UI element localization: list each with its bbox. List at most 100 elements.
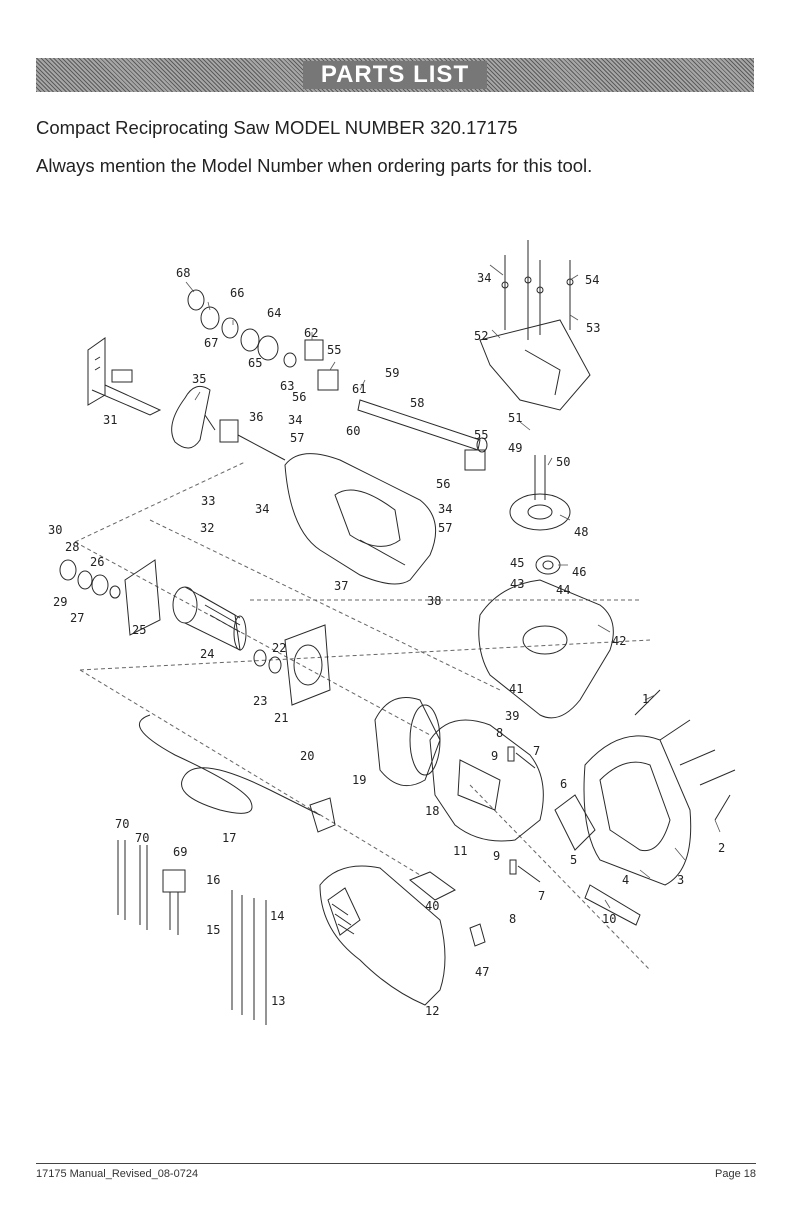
label-3: 3 [677, 873, 684, 887]
label-14: 14 [270, 909, 284, 923]
label-37: 37 [334, 579, 348, 593]
label-61: 61 [352, 382, 366, 396]
part-3-front-housing [583, 735, 692, 886]
label-1: 1 [642, 692, 649, 706]
brush-parts [507, 746, 541, 883]
label-70-second: 70 [135, 831, 149, 845]
label-41: 41 [509, 682, 523, 696]
label-34: 34 [288, 413, 302, 427]
label-25: 25 [132, 623, 146, 637]
label-55-right: 55 [474, 428, 488, 442]
screws-column [231, 890, 267, 1025]
part-6-cap [554, 794, 596, 851]
label-65: 65 [248, 356, 262, 370]
label-32: 32 [200, 521, 214, 535]
part-45-bearing [535, 555, 561, 575]
exploded-parts-diagram: 68 66 64 67 62 55 65 63 35 56 61 59 58 3… [48, 240, 736, 1025]
label-7: 7 [533, 744, 540, 758]
label-28: 28 [65, 540, 79, 554]
label-59: 59 [385, 366, 399, 380]
label-24: 24 [200, 647, 214, 661]
label-8-lower: 8 [509, 912, 516, 926]
label-21: 21 [274, 711, 288, 725]
label-23: 23 [253, 694, 267, 708]
label-22: 22 [272, 641, 286, 655]
label-54: 54 [585, 273, 599, 287]
label-9: 9 [491, 749, 498, 763]
footer-document-id: 17175 Manual_Revised_08-0724 [36, 1168, 199, 1180]
label-15: 15 [206, 923, 220, 937]
part-70-leads [117, 840, 186, 935]
label-49: 49 [508, 441, 522, 455]
label-5: 5 [570, 853, 577, 867]
label-31: 31 [103, 413, 117, 427]
parts-list-banner: PARTS LIST [36, 58, 754, 92]
label-35: 35 [192, 372, 206, 386]
part-37-housing [284, 453, 437, 585]
label-45: 45 [510, 556, 524, 570]
part-47-clip [469, 923, 486, 947]
part-10-grip [584, 884, 641, 926]
label-2: 2 [718, 841, 725, 855]
label-27: 27 [70, 611, 84, 625]
label-6: 6 [560, 777, 567, 791]
label-64: 64 [267, 306, 281, 320]
label-4: 4 [622, 873, 629, 887]
part-36-switch [219, 419, 286, 461]
part-17-cord [138, 714, 336, 833]
label-39: 39 [505, 709, 519, 723]
label-11: 11 [453, 844, 467, 858]
diagram-labels: 68 66 64 67 62 55 65 63 35 56 61 59 58 3… [48, 266, 725, 1018]
part-42-gear-housing [478, 579, 614, 719]
label-40: 40 [425, 899, 439, 913]
label-38: 38 [427, 594, 441, 608]
part-31-bracket [87, 337, 162, 416]
part-35-lever [171, 385, 216, 449]
leader-lines [185, 264, 721, 909]
footer-rule [36, 1163, 756, 1164]
part-19-stator [374, 697, 441, 787]
part-25-fan [124, 559, 161, 636]
ordering-note: Always mention the Model Number when ord… [36, 155, 593, 176]
label-20: 20 [300, 749, 314, 763]
label-29: 29 [53, 595, 67, 609]
label-34-right: 34 [438, 502, 452, 516]
label-13: 13 [271, 994, 285, 1008]
label-55: 55 [327, 343, 341, 357]
guide-blocks [304, 339, 486, 471]
label-70: 70 [115, 817, 129, 831]
label-47: 47 [475, 965, 489, 979]
label-51: 51 [508, 411, 522, 425]
label-42: 42 [612, 634, 626, 648]
label-63: 63 [280, 379, 294, 393]
front-rings [187, 289, 297, 368]
label-58: 58 [410, 396, 424, 410]
label-17: 17 [222, 831, 236, 845]
label-10: 10 [602, 912, 616, 926]
rear-bearings [59, 559, 121, 599]
label-48: 48 [574, 525, 588, 539]
part-52-cover [479, 319, 591, 411]
baffle-parts [253, 624, 331, 706]
label-30: 30 [48, 523, 62, 537]
label-56-right: 56 [436, 477, 450, 491]
label-67: 67 [204, 336, 218, 350]
label-66: 66 [230, 286, 244, 300]
part-48-gear [509, 455, 571, 531]
label-62: 62 [304, 326, 318, 340]
label-52: 52 [474, 329, 488, 343]
label-8: 8 [496, 726, 503, 740]
part-40-plate [409, 871, 456, 901]
label-44: 44 [556, 583, 570, 597]
footer-page-number: Page 18 [715, 1168, 756, 1180]
label-57-right: 57 [438, 521, 452, 535]
model-number-line: Compact Reciprocating Saw MODEL NUMBER 3… [36, 117, 518, 138]
label-53: 53 [586, 321, 600, 335]
assembly-axis-lines [74, 461, 651, 971]
label-57: 57 [290, 431, 304, 445]
part-24-armature [172, 586, 247, 651]
label-60: 60 [346, 424, 360, 438]
label-46: 46 [572, 565, 586, 579]
label-34-mid: 34 [255, 502, 269, 516]
label-16: 16 [206, 873, 220, 887]
